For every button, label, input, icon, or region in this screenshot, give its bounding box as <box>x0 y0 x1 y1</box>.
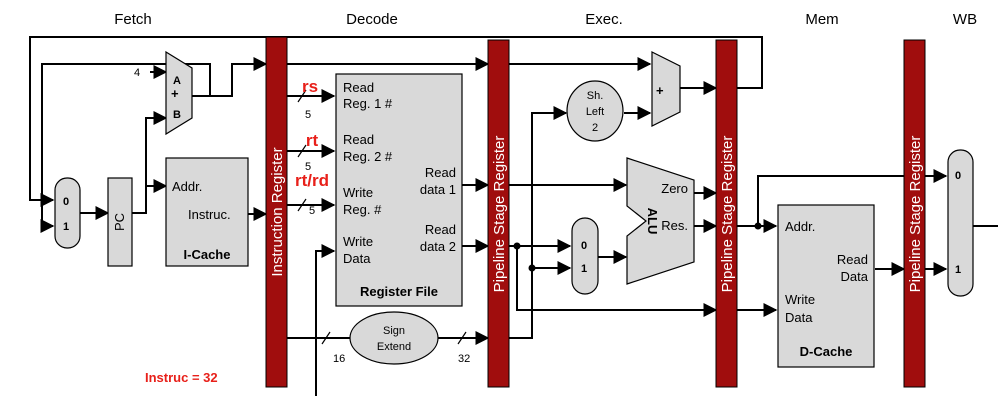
svg-text:Pipeline Stage Register: Pipeline Stage Register <box>907 136 924 293</box>
svg-text:Write: Write <box>343 185 373 200</box>
svg-text:data 1: data 1 <box>420 182 456 197</box>
svg-text:Zero: Zero <box>661 181 688 196</box>
svg-text:0: 0 <box>581 240 587 252</box>
svg-text:data 2: data 2 <box>420 239 456 254</box>
svg-text:Data: Data <box>841 269 869 284</box>
shift-left-2: Sh. Left 2 <box>566 80 624 142</box>
stage-decode: Decode <box>346 11 398 28</box>
pipeline-register-id-ex: Pipeline Stage Register <box>487 39 510 388</box>
svg-text:Extend: Extend <box>377 341 411 353</box>
svg-text:2: 2 <box>592 122 598 134</box>
pc-adder: A + B <box>165 50 193 136</box>
svg-text:Read: Read <box>425 222 456 237</box>
width-rs: 5 <box>305 109 311 121</box>
width-rt: 5 <box>305 161 311 173</box>
junction-dot <box>754 222 762 230</box>
svg-text:Instruc.: Instruc. <box>188 207 231 222</box>
svg-text:1: 1 <box>955 264 961 276</box>
sign-extend: Sign Extend <box>349 311 439 365</box>
svg-text:Register File: Register File <box>360 284 438 299</box>
svg-text:ALU: ALU <box>645 208 660 235</box>
register-file: Read Reg. 1 # Read Reg. 2 # Write Reg. #… <box>335 73 463 307</box>
svg-text:0: 0 <box>63 196 69 208</box>
field-rt-rd: rt/rd <box>295 171 329 190</box>
svg-text:Read: Read <box>343 80 374 95</box>
junction-dot <box>528 264 536 272</box>
dcache: Addr. Read Data Write Data D-Cache <box>777 204 875 368</box>
junction-dot <box>513 242 521 250</box>
instruction-width-note: Instruc = 32 <box>145 370 218 385</box>
svg-text:Left: Left <box>586 106 604 118</box>
wires <box>29 36 998 396</box>
width-rtrd: 5 <box>309 205 315 217</box>
wb-mux: 0 1 <box>947 149 974 297</box>
stage-wb: WB <box>953 11 977 28</box>
svg-text:A: A <box>173 75 181 87</box>
svg-text:Read: Read <box>343 132 374 147</box>
svg-text:Pipeline Stage Register: Pipeline Stage Register <box>491 136 508 293</box>
pipeline-register-mem-wb: Pipeline Stage Register <box>903 39 926 388</box>
svg-text:Read: Read <box>837 252 868 267</box>
pc-register: PC <box>107 177 133 267</box>
svg-text:Sh.: Sh. <box>587 90 604 102</box>
svg-text:Reg. #: Reg. # <box>343 202 382 217</box>
stage-mem: Mem <box>805 11 838 28</box>
svg-text:1: 1 <box>581 263 587 275</box>
pc-mux: 0 1 <box>54 177 81 249</box>
svg-text:1: 1 <box>63 221 69 233</box>
svg-text:I-Cache: I-Cache <box>184 247 231 262</box>
svg-text:Write: Write <box>343 234 373 249</box>
alu: ALU Zero Res. <box>626 157 695 285</box>
field-rt: rt <box>306 131 319 150</box>
svg-text:+: + <box>171 86 179 101</box>
svg-text:Data: Data <box>343 251 371 266</box>
svg-text:Res.: Res. <box>661 218 688 233</box>
alu-mux: 0 1 <box>571 217 599 295</box>
svg-text:Instruction Register: Instruction Register <box>269 147 286 276</box>
width-32: 32 <box>458 353 470 365</box>
svg-text:Addr.: Addr. <box>172 179 202 194</box>
svg-text:+: + <box>656 83 664 98</box>
stage-exec: Exec. <box>585 11 623 28</box>
svg-text:D-Cache: D-Cache <box>800 344 853 359</box>
svg-text:Addr.: Addr. <box>785 219 815 234</box>
svg-text:Read: Read <box>425 165 456 180</box>
icache: Addr. Instruc. I-Cache <box>165 157 249 267</box>
field-rs: rs <box>302 77 318 96</box>
svg-text:Write: Write <box>785 292 815 307</box>
svg-text:B: B <box>173 109 181 121</box>
bus-slashes <box>297 89 467 345</box>
constant-four: 4 <box>134 67 140 79</box>
svg-text:Reg. 2 #: Reg. 2 # <box>343 149 393 164</box>
svg-text:Data: Data <box>785 310 813 325</box>
svg-text:Reg. 1 #: Reg. 1 # <box>343 96 393 111</box>
width-16: 16 <box>333 353 345 365</box>
pipeline-register-ex-mem: Pipeline Stage Register <box>715 39 738 388</box>
svg-text:0: 0 <box>955 170 961 182</box>
svg-text:PC: PC <box>112 213 127 231</box>
branch-adder: + <box>651 51 681 127</box>
svg-text:Sign: Sign <box>383 325 405 337</box>
svg-text:Pipeline Stage Register: Pipeline Stage Register <box>719 136 736 293</box>
instruction-register: Instruction Register <box>265 36 288 388</box>
stage-fetch: Fetch <box>114 11 152 28</box>
